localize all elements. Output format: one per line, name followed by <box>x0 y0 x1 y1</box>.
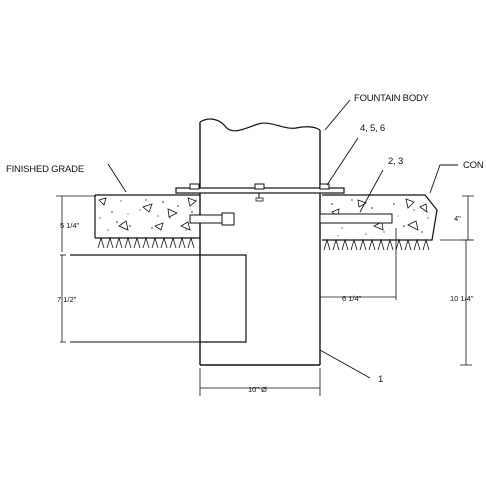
callout-456: 4, 5, 6 <box>360 123 385 134</box>
concrete-stones <box>98 197 428 231</box>
soil-hatch <box>97 236 430 251</box>
finished-grade-label: FINISHED GRADE <box>6 164 84 175</box>
concrete-label: CON <box>463 160 484 171</box>
callout-1: 1 <box>378 374 383 385</box>
anchor-bolt-left <box>189 212 235 226</box>
fountain-body <box>199 118 321 366</box>
dim-slab-thickness: 4" <box>454 214 461 223</box>
dim-footing-height: 7 1/2" <box>57 295 77 304</box>
callout-23: 2, 3 <box>388 156 403 167</box>
concrete-slab-right <box>322 194 438 241</box>
footing <box>70 254 247 343</box>
dim-depth-top: 5 1/4" <box>60 221 80 230</box>
fountain-body-label: FOUNTAIN BODY <box>354 93 430 104</box>
dim-bolt-offset: 6 1/4" <box>342 294 362 303</box>
dimension-lines <box>56 195 474 396</box>
dim-total-depth: 10 1/4" <box>450 294 474 303</box>
concrete-slab-left <box>94 194 200 239</box>
dim-body-diameter: 10" Ø <box>248 385 267 394</box>
anchor-bolt-right <box>319 213 393 224</box>
leader-lines <box>107 99 458 379</box>
concrete-aggregate-pattern <box>99 199 429 237</box>
mounting-plate <box>175 183 345 202</box>
